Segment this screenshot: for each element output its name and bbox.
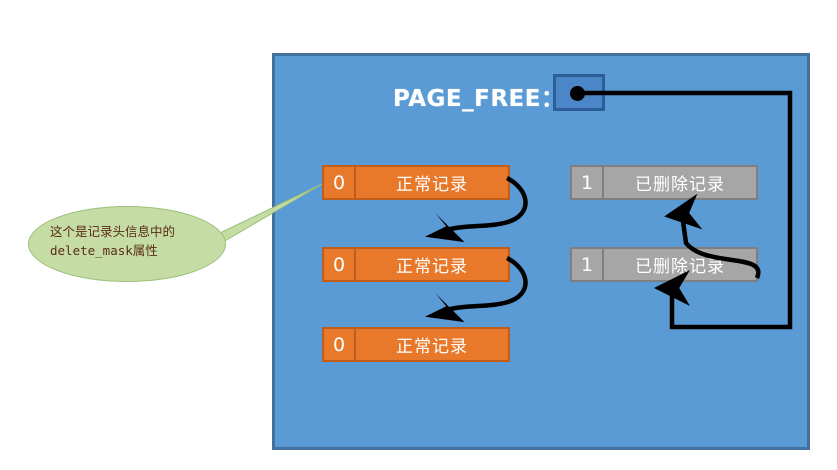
- record-label: 已删除记录: [635, 175, 725, 195]
- normal-record-row: 0 正常记录: [322, 247, 510, 282]
- delete-mask-flag: 1: [572, 167, 604, 198]
- delete-mask-flag: 0: [324, 329, 356, 360]
- delete-mask-flag: 1: [572, 249, 604, 280]
- callout-text: 这个是记录头信息中的 delete_mask属性: [50, 224, 176, 258]
- page-free-label: PAGE_FREE：: [393, 86, 565, 112]
- record-label: 正常记录: [396, 175, 468, 195]
- record-label: 已删除记录: [635, 257, 725, 277]
- deleted-record-row: 1 已删除记录: [570, 247, 758, 282]
- record-label: 正常记录: [396, 337, 468, 357]
- record-label: 正常记录: [396, 257, 468, 277]
- delete-mask-flag: 0: [324, 167, 356, 198]
- normal-record-row: 0 正常记录: [322, 327, 510, 362]
- normal-record-row: 0 正常记录: [322, 165, 510, 200]
- page-free-pointer-dot: [570, 86, 585, 101]
- callout-bubble: [28, 206, 226, 282]
- deleted-record-row: 1 已删除记录: [570, 165, 758, 200]
- delete-mask-flag: 0: [324, 249, 356, 280]
